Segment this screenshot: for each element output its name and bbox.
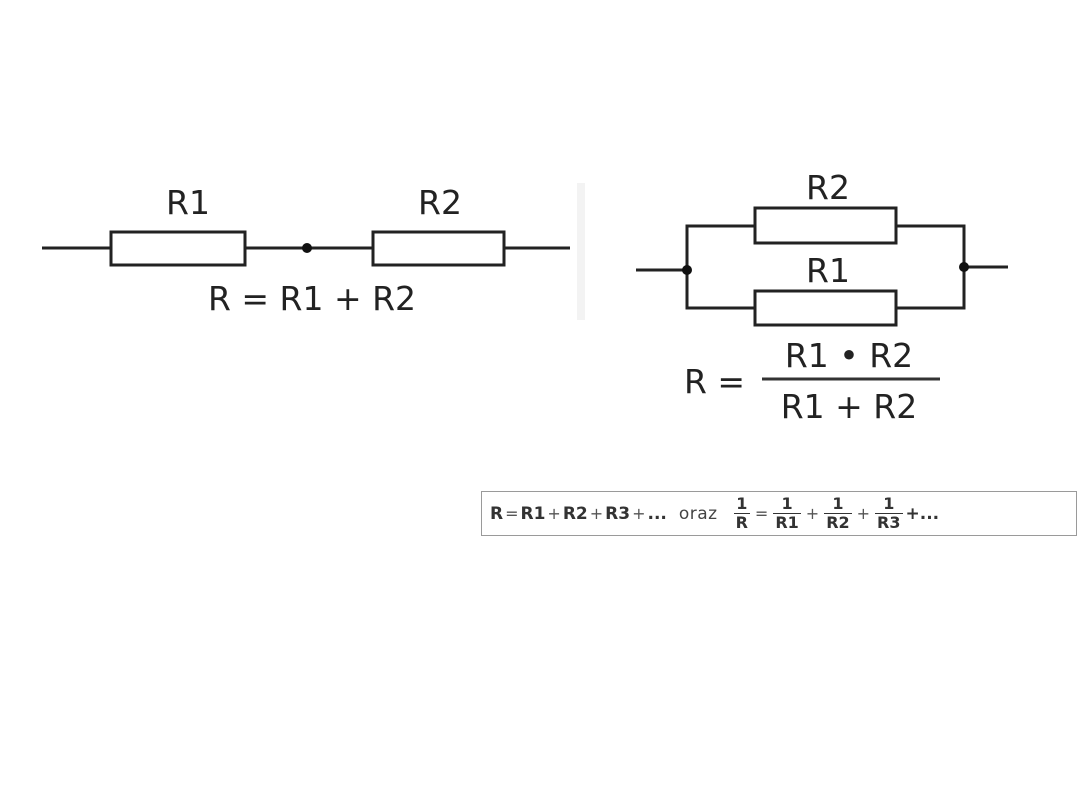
fraction-1-over-r3: 1 R3	[875, 494, 903, 532]
series-plus-3: +	[632, 504, 646, 523]
parallel-ellipsis: +...	[905, 503, 940, 524]
fraction-numerator: 1	[832, 494, 844, 513]
fraction-1-over-r: 1 R	[733, 494, 750, 532]
series-circuit-diagram: R1 R2 R = R1 + R2	[42, 183, 570, 318]
parallel-node-left	[682, 265, 692, 275]
fraction-1-over-r1: 1 R1	[773, 494, 801, 532]
fraction-denominator: R2	[826, 513, 850, 532]
series-plus-2: +	[589, 504, 604, 523]
parallel-formula-numerator: R1 • R2	[785, 336, 913, 375]
fraction-denominator: R3	[877, 513, 901, 532]
series-plus-1: +	[547, 504, 561, 523]
series-resistor-r1	[109, 230, 247, 267]
parallel-plus-2: +	[856, 504, 871, 523]
series-ellipsis: ...	[647, 503, 667, 524]
parallel-resistor-r1	[753, 289, 898, 327]
fraction-bar	[733, 513, 750, 514]
parallel-label-r1: R1	[806, 251, 850, 290]
parallel-resistor-r2	[753, 206, 898, 245]
series-formula: R = R1 + R2	[208, 279, 416, 318]
parallel-formula-lhs: R =	[684, 362, 745, 401]
series-term-r3: R3	[605, 503, 631, 524]
fraction-denominator: R1	[775, 513, 799, 532]
series-junction-node	[302, 243, 312, 253]
fraction-bar	[824, 513, 852, 514]
parallel-right-bus	[896, 224, 966, 310]
fraction-numerator: 1	[781, 494, 793, 513]
series-term-r2: R2	[562, 503, 588, 524]
series-label-r1: R1	[166, 183, 210, 222]
fraction-numerator: 1	[736, 494, 748, 513]
series-term-r: R	[490, 503, 504, 524]
series-label-r2: R2	[418, 183, 462, 222]
parallel-formula-denominator: R1 + R2	[781, 387, 917, 426]
fraction-denominator: R	[735, 513, 748, 532]
parallel-equals: =	[754, 504, 769, 523]
parallel-label-r2: R2	[806, 168, 850, 207]
series-term-r1: R1	[520, 503, 546, 524]
series-equals: =	[505, 504, 519, 523]
fraction-numerator: 1	[883, 494, 895, 513]
connector-word: oraz	[678, 503, 718, 524]
image-edge-strip	[577, 183, 585, 320]
general-resistance-formula: R = R1 + R2 + R3 + ... oraz 1 R = 1 R1 +…	[481, 491, 1077, 536]
parallel-circuit-diagram: R2 R1 R = R1 • R2 R1 + R2	[636, 168, 1008, 426]
parallel-left-bus	[685, 224, 755, 310]
fraction-1-over-r2: 1 R2	[824, 494, 852, 532]
parallel-plus-1: +	[805, 504, 820, 523]
fraction-bar	[875, 513, 903, 514]
fraction-bar	[773, 513, 801, 514]
parallel-node-right	[959, 262, 969, 272]
series-resistor-r2	[371, 230, 506, 267]
